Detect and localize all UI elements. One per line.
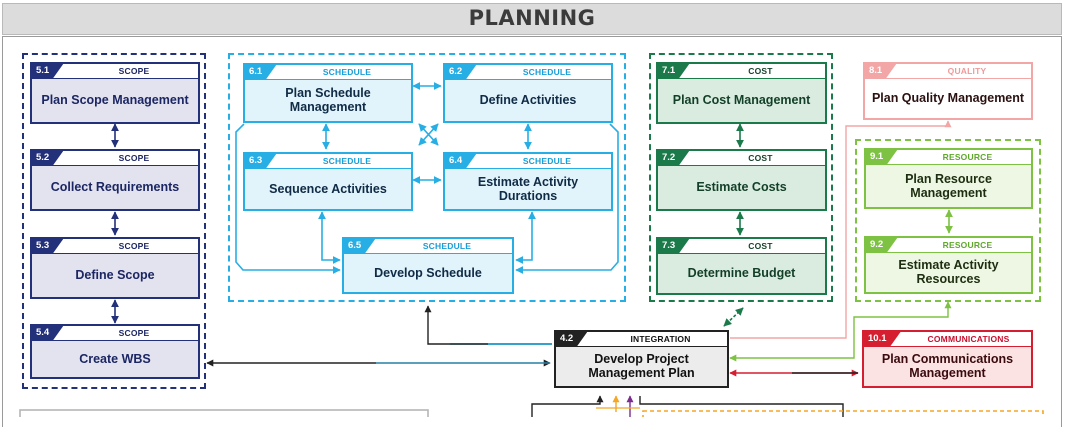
process-number: 6.2 bbox=[445, 65, 476, 79]
process-header: 5.3 SCOPE bbox=[32, 239, 198, 254]
process-number: 6.5 bbox=[344, 239, 375, 253]
process-header: 6.3 SCHEDULE bbox=[245, 154, 411, 169]
process-number: 5.2 bbox=[32, 151, 63, 165]
process-category: RESOURCE bbox=[942, 240, 993, 250]
process-name: Develop Project Management Plan bbox=[588, 352, 695, 380]
schedule-group bbox=[228, 53, 626, 302]
process-header: 6.5 SCHEDULE bbox=[344, 239, 512, 254]
process-name: Create WBS bbox=[79, 351, 151, 366]
process-name: Collect Requirements bbox=[50, 180, 180, 194]
process-name: Plan Resource Management bbox=[905, 171, 992, 200]
process-name: Estimate Activity Resources bbox=[898, 258, 999, 286]
process-header: 9.2 RESOURCE bbox=[866, 238, 1031, 253]
process-name: Plan Scope Management bbox=[41, 93, 189, 107]
process-header: 7.1 COST bbox=[658, 64, 825, 79]
process-9-1[interactable]: 9.1 RESOURCE Plan Resource Management bbox=[864, 148, 1033, 209]
process-category: COMMUNICATIONS bbox=[927, 334, 1010, 344]
process-header: 7.3 COST bbox=[658, 239, 825, 254]
process-category: COST bbox=[748, 66, 773, 76]
process-category: INTEGRATION bbox=[630, 334, 691, 344]
process-name: Sequence Activities bbox=[269, 181, 387, 196]
process-category: SCHEDULE bbox=[322, 156, 372, 166]
process-number: 10.1 bbox=[864, 332, 901, 346]
process-header: 10.1 COMMUNICATIONS bbox=[864, 332, 1031, 347]
process-name: Plan Quality Management bbox=[871, 91, 1025, 105]
process-7-2[interactable]: 7.2 COST Estimate Costs bbox=[656, 149, 827, 211]
planning-frame bbox=[2, 36, 1062, 427]
process-category: SCHEDULE bbox=[322, 67, 372, 77]
process-name: Plan Schedule Management bbox=[285, 86, 371, 114]
process-6-3[interactable]: 6.3 SCHEDULE Sequence Activities bbox=[243, 152, 413, 211]
process-6-2[interactable]: 6.2 SCHEDULE Define Activities bbox=[443, 63, 613, 123]
process-number: 9.1 bbox=[866, 150, 897, 164]
process-number: 5.1 bbox=[32, 64, 63, 78]
process-name: Develop Schedule bbox=[374, 265, 482, 280]
process-number: 5.4 bbox=[32, 326, 63, 340]
process-name: Define Activities bbox=[479, 93, 577, 107]
process-category: COST bbox=[748, 153, 773, 163]
process-10-1[interactable]: 10.1 COMMUNICATIONS Plan Communications M… bbox=[862, 330, 1033, 388]
process-7-3[interactable]: 7.3 COST Determine Budget bbox=[656, 237, 827, 295]
process-name: Determine Budget bbox=[687, 266, 796, 280]
process-8-1[interactable]: 8.1 QUALITY Plan Quality Management bbox=[863, 62, 1033, 120]
process-category: SCOPE bbox=[118, 241, 150, 251]
scope-group bbox=[22, 53, 206, 389]
process-header: 4.2 INTEGRATION bbox=[556, 332, 727, 347]
process-6-5[interactable]: 6.5 SCHEDULE Develop Schedule bbox=[342, 237, 514, 294]
process-category: SCOPE bbox=[118, 328, 150, 338]
page-title: PLANNING bbox=[468, 6, 596, 30]
process-header: 8.1 QUALITY bbox=[865, 64, 1031, 79]
process-6-4[interactable]: 6.4 SCHEDULE Estimate Activity Durations bbox=[443, 152, 613, 211]
cost-group bbox=[649, 53, 833, 302]
process-header: 9.1 RESOURCE bbox=[866, 150, 1031, 165]
process-header: 6.4 SCHEDULE bbox=[445, 154, 611, 169]
process-9-2[interactable]: 9.2 RESOURCE Estimate Activity Resources bbox=[864, 236, 1033, 294]
process-header: 5.2 SCOPE bbox=[32, 151, 198, 166]
process-number: 7.2 bbox=[658, 151, 689, 165]
process-category: SCHEDULE bbox=[522, 67, 572, 77]
process-name: Define Scope bbox=[75, 268, 155, 282]
process-number: 9.2 bbox=[866, 238, 897, 252]
planning-title-bar: PLANNING bbox=[2, 3, 1062, 35]
process-category: SCOPE bbox=[118, 66, 150, 76]
process-header: 6.1 SCHEDULE bbox=[245, 65, 411, 80]
process-5-2[interactable]: 5.2 SCOPE Collect Requirements bbox=[30, 149, 200, 211]
resource-group bbox=[855, 139, 1041, 302]
process-number: 6.1 bbox=[245, 65, 276, 79]
process-header: 6.2 SCHEDULE bbox=[445, 65, 611, 80]
process-number: 6.3 bbox=[245, 154, 276, 168]
process-name: Estimate Activity Durations bbox=[477, 174, 579, 203]
process-category: RESOURCE bbox=[942, 152, 993, 162]
process-header: 5.4 SCOPE bbox=[32, 326, 198, 341]
process-7-1[interactable]: 7.1 COST Plan Cost Management bbox=[656, 62, 827, 124]
process-number: 6.4 bbox=[445, 154, 476, 168]
process-number: 8.1 bbox=[865, 64, 896, 78]
process-name: Estimate Costs bbox=[696, 180, 787, 194]
process-name: Plan Communications Management bbox=[881, 352, 1014, 380]
process-number: 4.2 bbox=[556, 332, 587, 346]
process-number: 5.3 bbox=[32, 239, 63, 253]
process-category: SCHEDULE bbox=[522, 156, 572, 166]
process-header: 5.1 SCOPE bbox=[32, 64, 198, 79]
process-category: SCOPE bbox=[118, 153, 150, 163]
process-category: QUALITY bbox=[947, 66, 987, 76]
process-header: 7.2 COST bbox=[658, 151, 825, 166]
process-5-4[interactable]: 5.4 SCOPE Create WBS bbox=[30, 324, 200, 379]
process-name: Plan Cost Management bbox=[672, 93, 811, 107]
process-category: COST bbox=[748, 241, 773, 251]
process-number: 7.3 bbox=[658, 239, 689, 253]
process-category: SCHEDULE bbox=[422, 241, 472, 251]
process-6-1[interactable]: 6.1 SCHEDULE Plan Schedule Management bbox=[243, 63, 413, 123]
connector-arrows bbox=[19, 82, 1044, 417]
process-4-2[interactable]: 4.2 INTEGRATION Develop Project Managemen… bbox=[554, 330, 729, 388]
process-5-3[interactable]: 5.3 SCOPE Define Scope bbox=[30, 237, 200, 299]
process-number: 7.1 bbox=[658, 64, 689, 78]
process-5-1[interactable]: 5.1 SCOPE Plan Scope Management bbox=[30, 62, 200, 124]
